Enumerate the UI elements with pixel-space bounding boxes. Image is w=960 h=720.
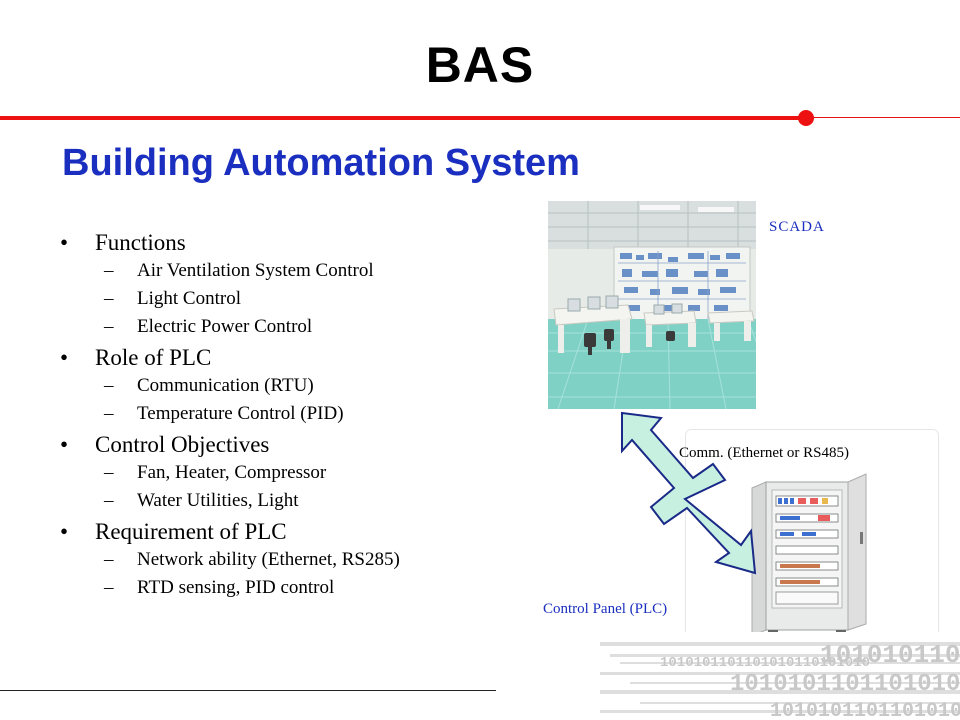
- list-item: Communication (RTU): [56, 372, 536, 400]
- divider-dot: [798, 110, 814, 126]
- list-item: Network ability (Ethernet, RS285): [56, 546, 536, 574]
- list-item: Water Utilities, Light: [56, 487, 536, 515]
- scada-label: SCADA: [769, 219, 825, 235]
- list-item: Light Control: [56, 285, 536, 313]
- binary-text-line: 1010101101101010110101010: [770, 700, 960, 720]
- binary-text-line: 1010101101101010110101010: [820, 640, 960, 670]
- binary-decoration-graphic: 1010101101101010110101010 10101011011010…: [600, 632, 960, 720]
- comm-label: Comm. (Ethernet or RS485): [679, 445, 849, 461]
- bullet-role-of-plc: Role of PLC: [56, 343, 536, 372]
- footer-divider: [0, 690, 496, 691]
- binary-text-line: 1010101101101010110101010: [730, 671, 960, 698]
- title-divider: [0, 116, 806, 120]
- scada-photo: [548, 201, 756, 409]
- list-item: RTD sensing, PID control: [56, 574, 536, 602]
- list-item: Fan, Heater, Compressor: [56, 459, 536, 487]
- scada-room-illustration: [548, 201, 756, 409]
- title-divider-tail: [806, 117, 960, 118]
- binary-decoration: 1010101101101010110101010 10101011011010…: [600, 632, 960, 720]
- control-panel-label: Control Panel (PLC): [543, 601, 668, 617]
- slide-subtitle: Building Automation System: [62, 142, 580, 184]
- bullet-functions: Functions: [56, 228, 536, 257]
- list-item: Temperature Control (PID): [56, 400, 536, 428]
- list-item: Air Ventilation System Control: [56, 257, 536, 285]
- binary-text-line: 1010101101101010110101010: [660, 655, 870, 671]
- bullet-list: Functions Air Ventilation System Control…: [56, 226, 536, 602]
- bullet-control-objectives: Control Objectives: [56, 430, 536, 459]
- slide-title: BAS: [425, 37, 535, 93]
- bullet-requirement-of-plc: Requirement of PLC: [56, 517, 536, 546]
- list-item: Electric Power Control: [56, 313, 536, 341]
